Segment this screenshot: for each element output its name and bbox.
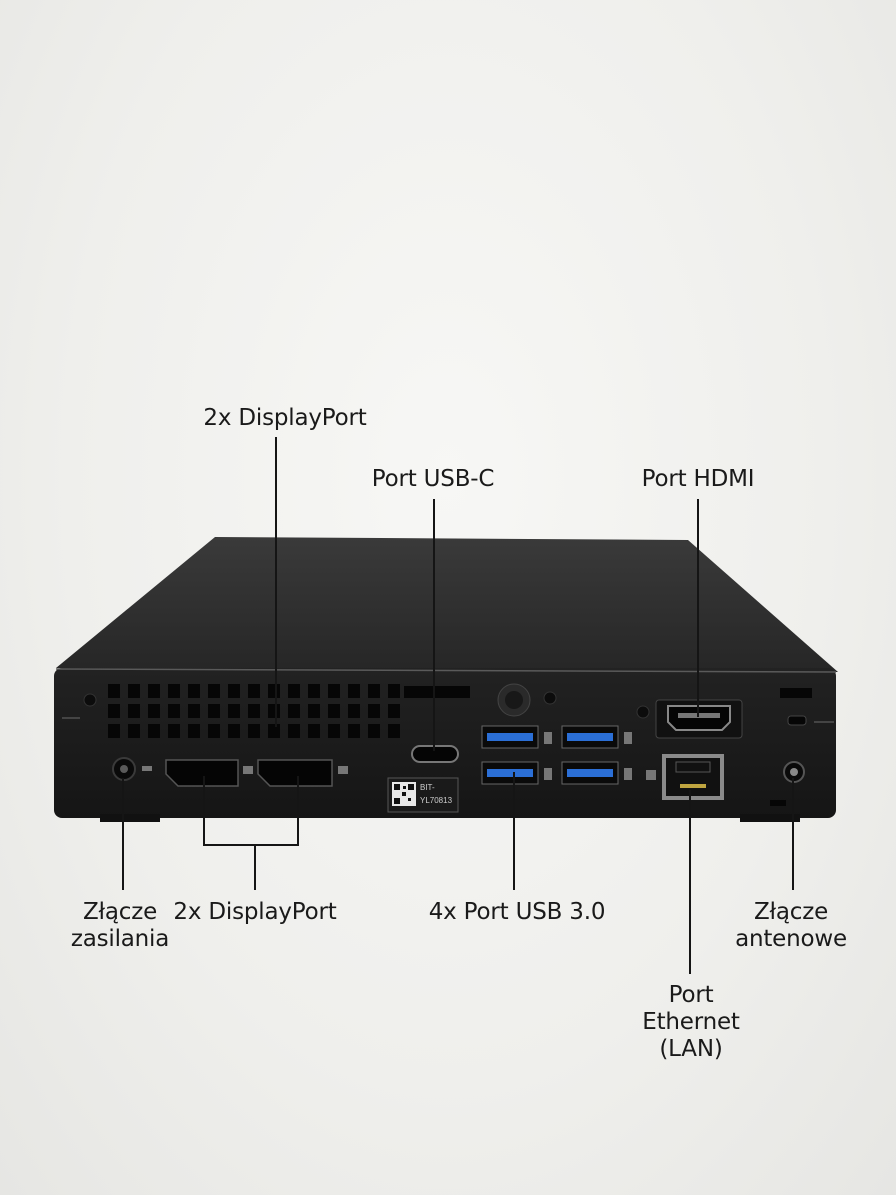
label-ethernet-line2: Ethernet <box>642 1009 740 1035</box>
callout-line-ethernet <box>689 790 691 974</box>
vent-grille <box>108 684 400 738</box>
usb-c-port-icon <box>411 745 459 763</box>
chassis-top <box>56 537 838 672</box>
label-usb-c: Port USB-C <box>371 466 495 492</box>
label-antenna-line2: antenowe <box>735 926 847 952</box>
callout-line-dp-left <box>203 776 205 846</box>
usb3-port-3-icon <box>481 761 539 785</box>
sticker-line2: YL70813 <box>420 796 453 805</box>
label-usb3: 4x Port USB 3.0 <box>428 899 606 925</box>
usb3-port-4-icon <box>561 761 619 785</box>
displayport-2-icon <box>257 759 333 787</box>
label-ethernet-line3: (LAN) <box>659 1036 723 1062</box>
label-ethernet: Port Ethernet (LAN) <box>642 982 740 1063</box>
callout-line-dp-stem <box>254 844 256 890</box>
displayport-1-icon <box>165 759 239 787</box>
label-power-line1: Złącze <box>82 899 158 925</box>
callout-line-hdmi <box>697 499 699 717</box>
label-displayport-top: 2x DisplayPort <box>203 405 367 431</box>
callout-line-dp-bar <box>203 844 299 846</box>
usb3-port-2-icon <box>561 725 619 749</box>
label-displayport-bottom: 2x DisplayPort <box>173 899 337 925</box>
callout-line-antenna <box>792 778 794 890</box>
screw-right-icon <box>636 705 650 719</box>
label-antenna-line1: Złącze <box>753 899 829 925</box>
usb3-port-1-icon <box>481 725 539 749</box>
hdmi-port-icon <box>655 699 743 739</box>
label-power: Złącze zasilania <box>71 899 169 953</box>
callout-line-dp-right <box>297 776 299 846</box>
ethernet-port-icon <box>662 754 724 800</box>
callout-line-displayport-top <box>275 437 277 727</box>
callout-line-power <box>122 778 124 890</box>
screw-left-icon <box>83 693 97 707</box>
label-power-line2: zasilania <box>70 926 170 952</box>
label-antenna: Złącze antenowe <box>735 899 847 953</box>
callout-line-usb-c <box>433 499 435 751</box>
label-hdmi: Port HDMI <box>641 466 755 492</box>
callout-line-usb3 <box>513 772 515 890</box>
screw-center-icon <box>543 691 557 705</box>
label-ethernet-line1: Port <box>668 982 714 1008</box>
sticker-line1: BIT- <box>420 783 435 792</box>
